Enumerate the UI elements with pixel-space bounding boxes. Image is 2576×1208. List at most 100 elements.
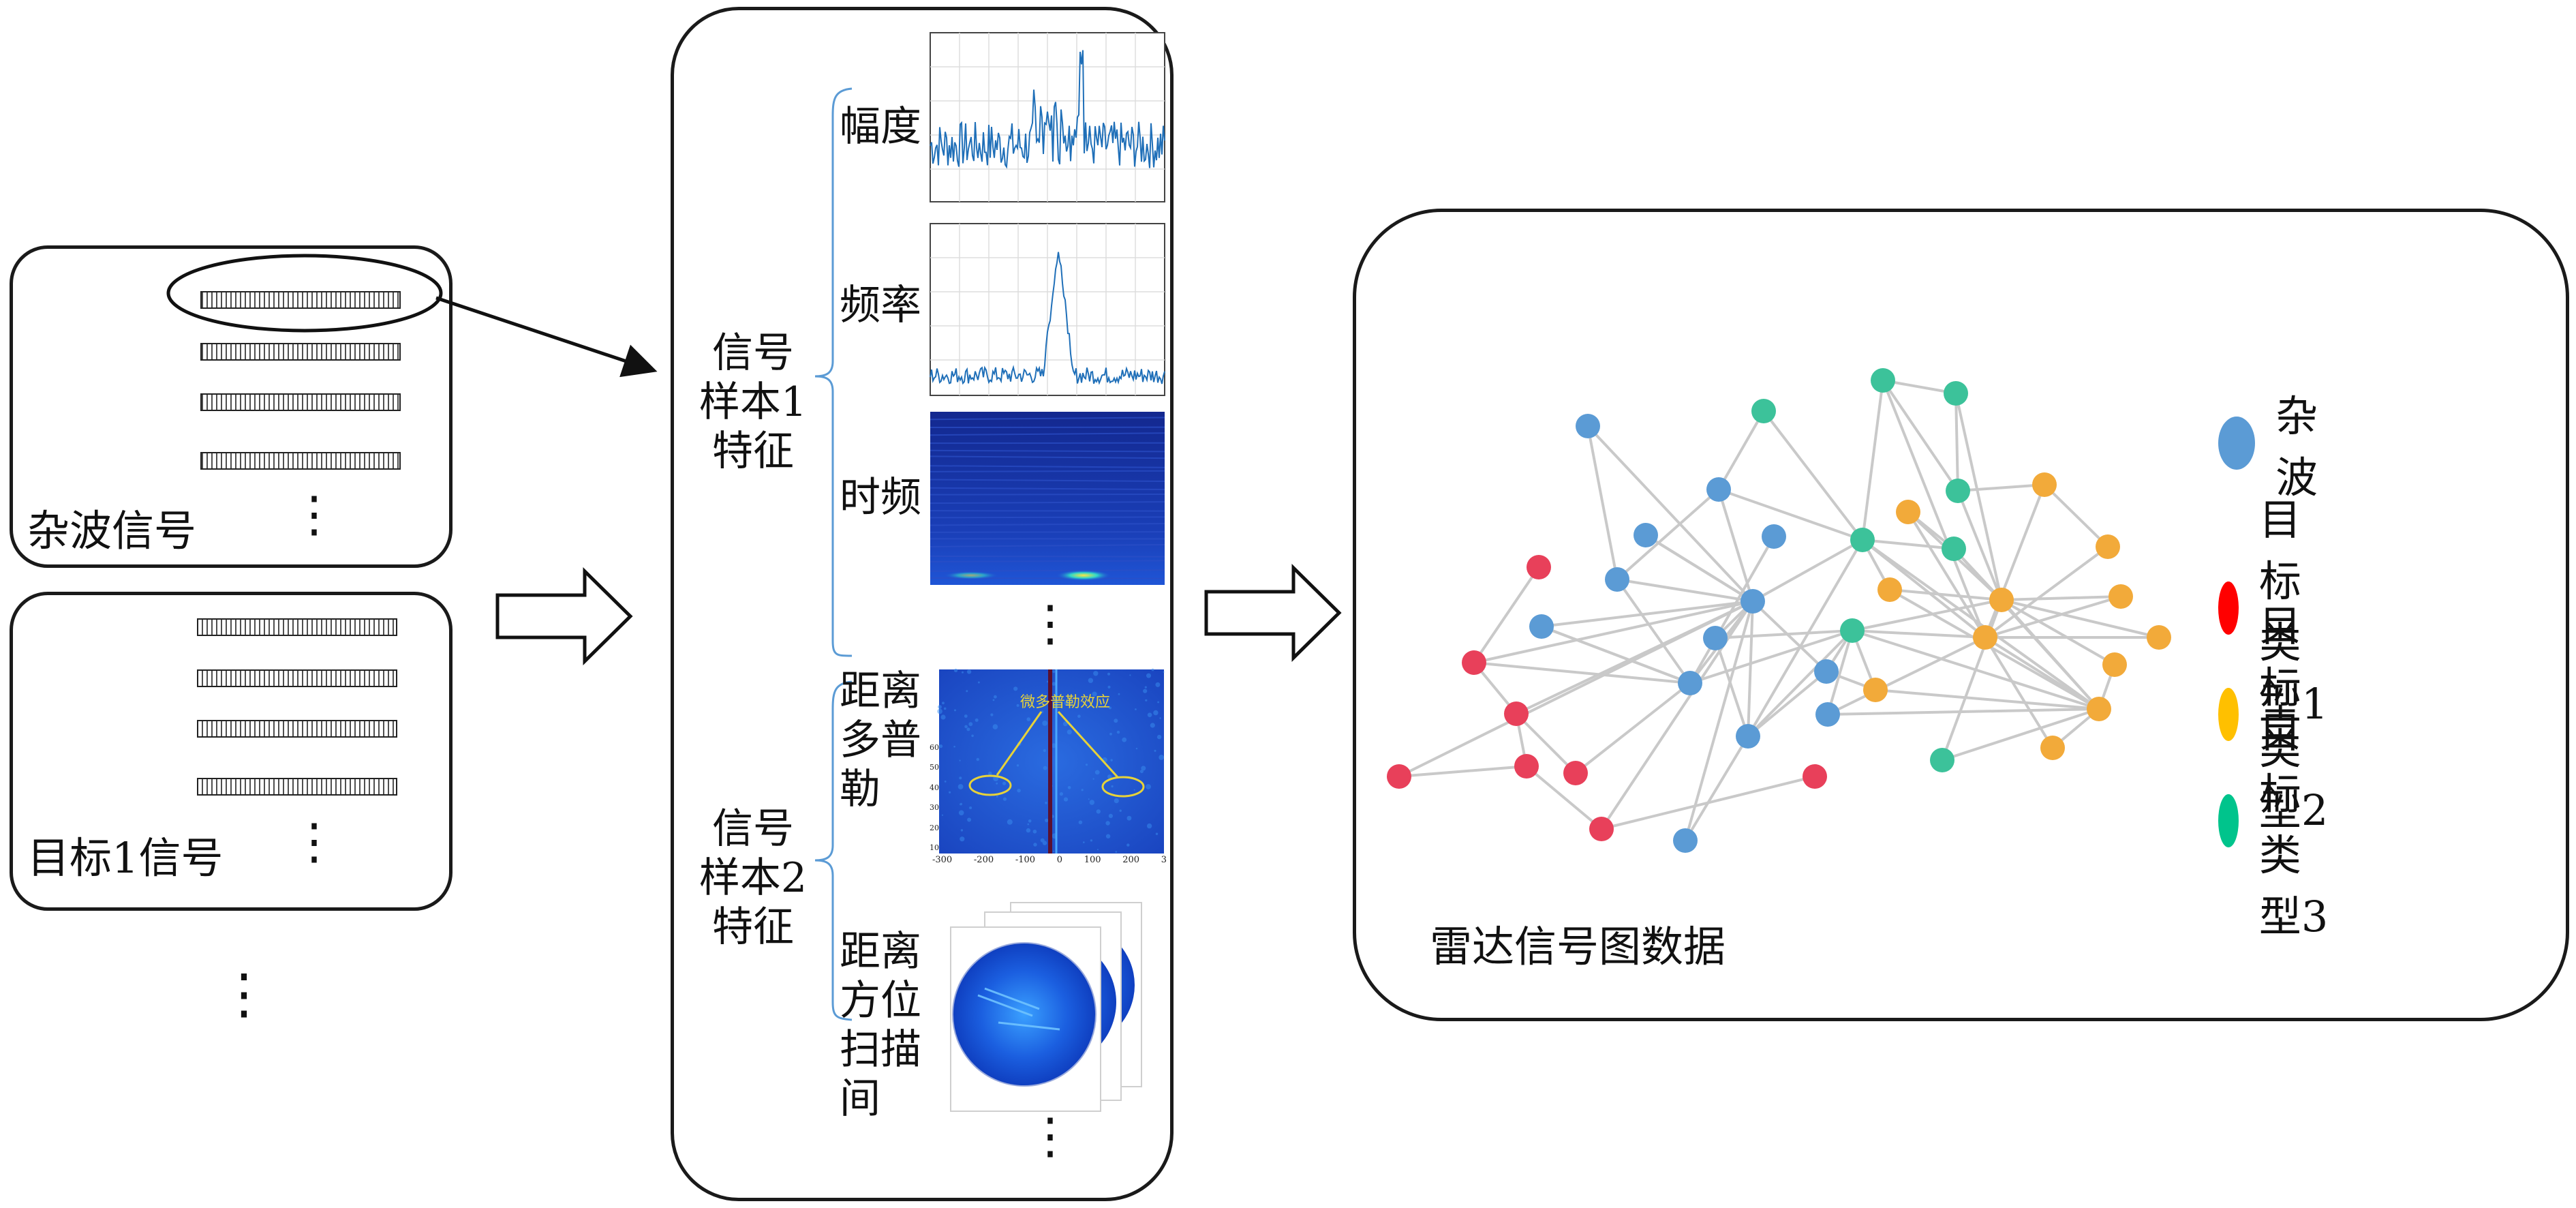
graph-node-clutter — [1815, 702, 1840, 727]
graph-node-type1 — [1563, 761, 1588, 785]
graph-node-type2 — [2040, 736, 2065, 760]
graph-edge — [1715, 629, 1853, 639]
graph-edge — [1689, 629, 1853, 684]
rd-x-ticks: -300 -200 -100 0 100 200 3 — [932, 855, 1167, 865]
clutter-signal-label: 杂波信号 — [27, 506, 197, 556]
graph-edge — [1515, 712, 1577, 774]
rd-ytick-2: 50 — [930, 763, 939, 772]
graph-node-clutter — [1576, 414, 1600, 438]
graph-edge — [1616, 488, 1720, 581]
frequency-label: 频率 — [840, 282, 921, 329]
amplitude-plot — [930, 32, 1165, 202]
target1-signal-label: 目标1信号 — [27, 833, 224, 883]
sample2-line-3: 特征 — [712, 903, 794, 951]
graph-edge — [1574, 682, 1691, 774]
amplitude-label: 幅度 — [840, 103, 921, 151]
graph-edge — [1541, 625, 1691, 684]
graph-node-type3 — [1751, 399, 1776, 423]
graph-node-type2 — [2087, 697, 2111, 721]
graph-node-type2 — [1863, 678, 1888, 702]
graph-node-type3 — [1946, 479, 1970, 503]
graph-edge — [1616, 578, 1753, 603]
rd-ytick-5: 20 — [930, 823, 939, 832]
graph-node-clutter — [1678, 671, 1702, 695]
graph-node-clutter — [1605, 567, 1629, 592]
rd-line-3: 勒 — [840, 766, 880, 813]
graph-edge — [1889, 588, 2002, 601]
graph-node-type3 — [1840, 618, 1865, 643]
graph-edge — [1751, 600, 1828, 673]
graph-node-type2 — [1877, 577, 1902, 602]
graph-edge — [1586, 425, 1754, 603]
legend-swatch-type2 — [2218, 688, 2239, 741]
legend-item-type1: 目标类型1 — [2218, 485, 2334, 731]
graph-node-type3 — [1930, 748, 1954, 772]
rd-ytick-6: 10 — [930, 843, 939, 852]
graph-edge — [1684, 601, 1754, 841]
graph-edge — [1957, 483, 2045, 492]
graph-edge — [1473, 600, 1753, 664]
graph-node-type1 — [1387, 764, 1411, 789]
ellipsis-1: ⋮ — [1026, 594, 1075, 652]
graph-node-type1 — [1514, 754, 1539, 779]
graph-edge — [2001, 595, 2121, 601]
ra-line-3: 扫描 — [840, 1026, 921, 1074]
graph-edge — [1882, 380, 1987, 638]
graph-edge — [1889, 588, 2100, 710]
graph-node-clutter — [1814, 659, 1839, 684]
rd-ytick-4: 30 — [930, 803, 939, 813]
ra-line-1: 距离 — [840, 928, 921, 976]
graph-edge — [1398, 765, 1527, 778]
legend-item-type2: 目标类型2 — [2218, 592, 2334, 837]
graph-node-type2 — [1896, 500, 1920, 524]
clutter-ellipsis: ⋮ — [290, 485, 339, 543]
graph-edge — [1473, 566, 1540, 664]
rd-annotation: 微多普勒效应 — [1020, 694, 1110, 711]
range-doppler-map: 微多普勒效应 — [937, 668, 1165, 854]
graph-edge — [1861, 539, 2100, 710]
block-arrow-1 — [495, 567, 633, 665]
rd-xtick-7: 3 — [1161, 855, 1167, 865]
graph-node-type2 — [2109, 584, 2133, 609]
radar-scan-stack — [950, 902, 1142, 1112]
graph-node-clutter — [1634, 523, 1658, 547]
graph-edge — [2000, 599, 2100, 710]
rd-y-ticks: 60 50 40 30 20 10 — [921, 743, 939, 852]
graph-node-type3 — [1942, 537, 1966, 561]
rd-xtick-3: -100 — [1015, 855, 1036, 865]
more-signals-ellipsis: ⋮ — [217, 962, 271, 1025]
graph-node-type1 — [1589, 817, 1614, 841]
graph-edge — [1762, 410, 1864, 541]
graph-edge — [1747, 629, 1854, 738]
ra-line-4: 间 — [840, 1075, 880, 1123]
rd-xtick-4: 0 — [1056, 855, 1062, 865]
graph-edge — [1882, 379, 1957, 395]
sample1-feature-label: 信号 样本1 特征 — [688, 329, 818, 476]
graph-node-type2 — [2096, 534, 2120, 559]
rd-ytick-3: 40 — [930, 783, 939, 792]
graph-node-type3 — [1944, 381, 1968, 406]
graph-edge — [1984, 595, 2121, 639]
graph-edge — [1714, 637, 1749, 737]
legend-label-type1: 目标类型1 — [2258, 495, 2329, 729]
graph-edge — [1747, 670, 1828, 738]
graph-node-clutter — [1706, 477, 1731, 502]
legend-swatch-clutter — [2218, 417, 2256, 470]
graph-edge — [1616, 578, 1691, 684]
graph-edge — [1984, 484, 2046, 638]
legend-label-clutter: 杂波 — [2275, 391, 2318, 502]
graph-node-type2 — [2147, 625, 2171, 650]
graph-node-clutter — [1736, 724, 1760, 749]
graph-edge — [1586, 425, 1619, 580]
sample2-feature-label: 信号 样本2 特征 — [688, 804, 818, 952]
graph-edge — [1861, 380, 1884, 541]
graph-edge — [1852, 629, 1986, 639]
sample2-line-1: 信号 — [712, 805, 794, 853]
graph-edge — [1827, 636, 1986, 716]
range-azimuth-label: 距离 方位 扫描 间 — [840, 927, 942, 1123]
legend-item-clutter: 杂波 — [2218, 382, 2334, 504]
graph-edge — [2001, 599, 2160, 639]
